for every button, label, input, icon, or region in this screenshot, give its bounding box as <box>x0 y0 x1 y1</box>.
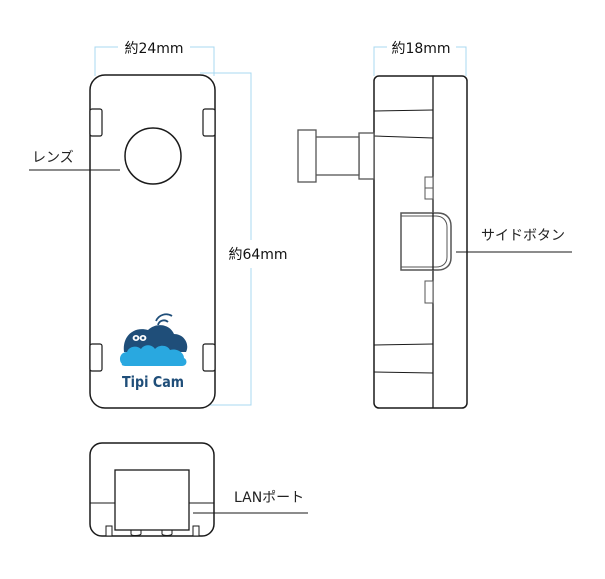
side-button-label: サイドボタン <box>481 228 565 244</box>
depth-dimension-label: 約18mm <box>391 41 450 57</box>
logo-creature-icon <box>123 325 188 352</box>
side-button-icon[interactable] <box>400 212 452 271</box>
height-dimension-line <box>200 72 252 406</box>
side-view: 約18mm サイドボタン <box>297 41 572 409</box>
width-dimension-line <box>94 46 215 76</box>
height-dimension-label: 約64mm <box>228 247 287 263</box>
front-view: 約24mm 約64mm レンズ Tipi Cam <box>29 41 288 409</box>
tipi-cam-logo: Tipi Cam <box>119 313 188 391</box>
lan-port-icon <box>114 469 190 531</box>
depth-dimension-line <box>373 46 467 76</box>
logo-wifi-icon <box>155 313 173 326</box>
side-notch-lower <box>424 280 434 304</box>
tab-top-right <box>202 108 216 137</box>
front-body <box>89 74 216 409</box>
lens-label: レンズ <box>32 150 74 166</box>
logo-text: Tipi Cam <box>122 373 184 391</box>
bottom-view: LANポート <box>89 442 308 537</box>
logo-cloud-icon <box>119 345 187 366</box>
lan-port-label: LANポート <box>234 490 304 506</box>
lens-icon <box>124 127 182 185</box>
width-dimension-label: 約24mm <box>124 41 183 57</box>
tab-bottom-right <box>202 343 216 372</box>
tab-bottom-left <box>89 343 103 372</box>
lens-barrel <box>297 129 375 183</box>
tab-top-left <box>89 108 103 137</box>
